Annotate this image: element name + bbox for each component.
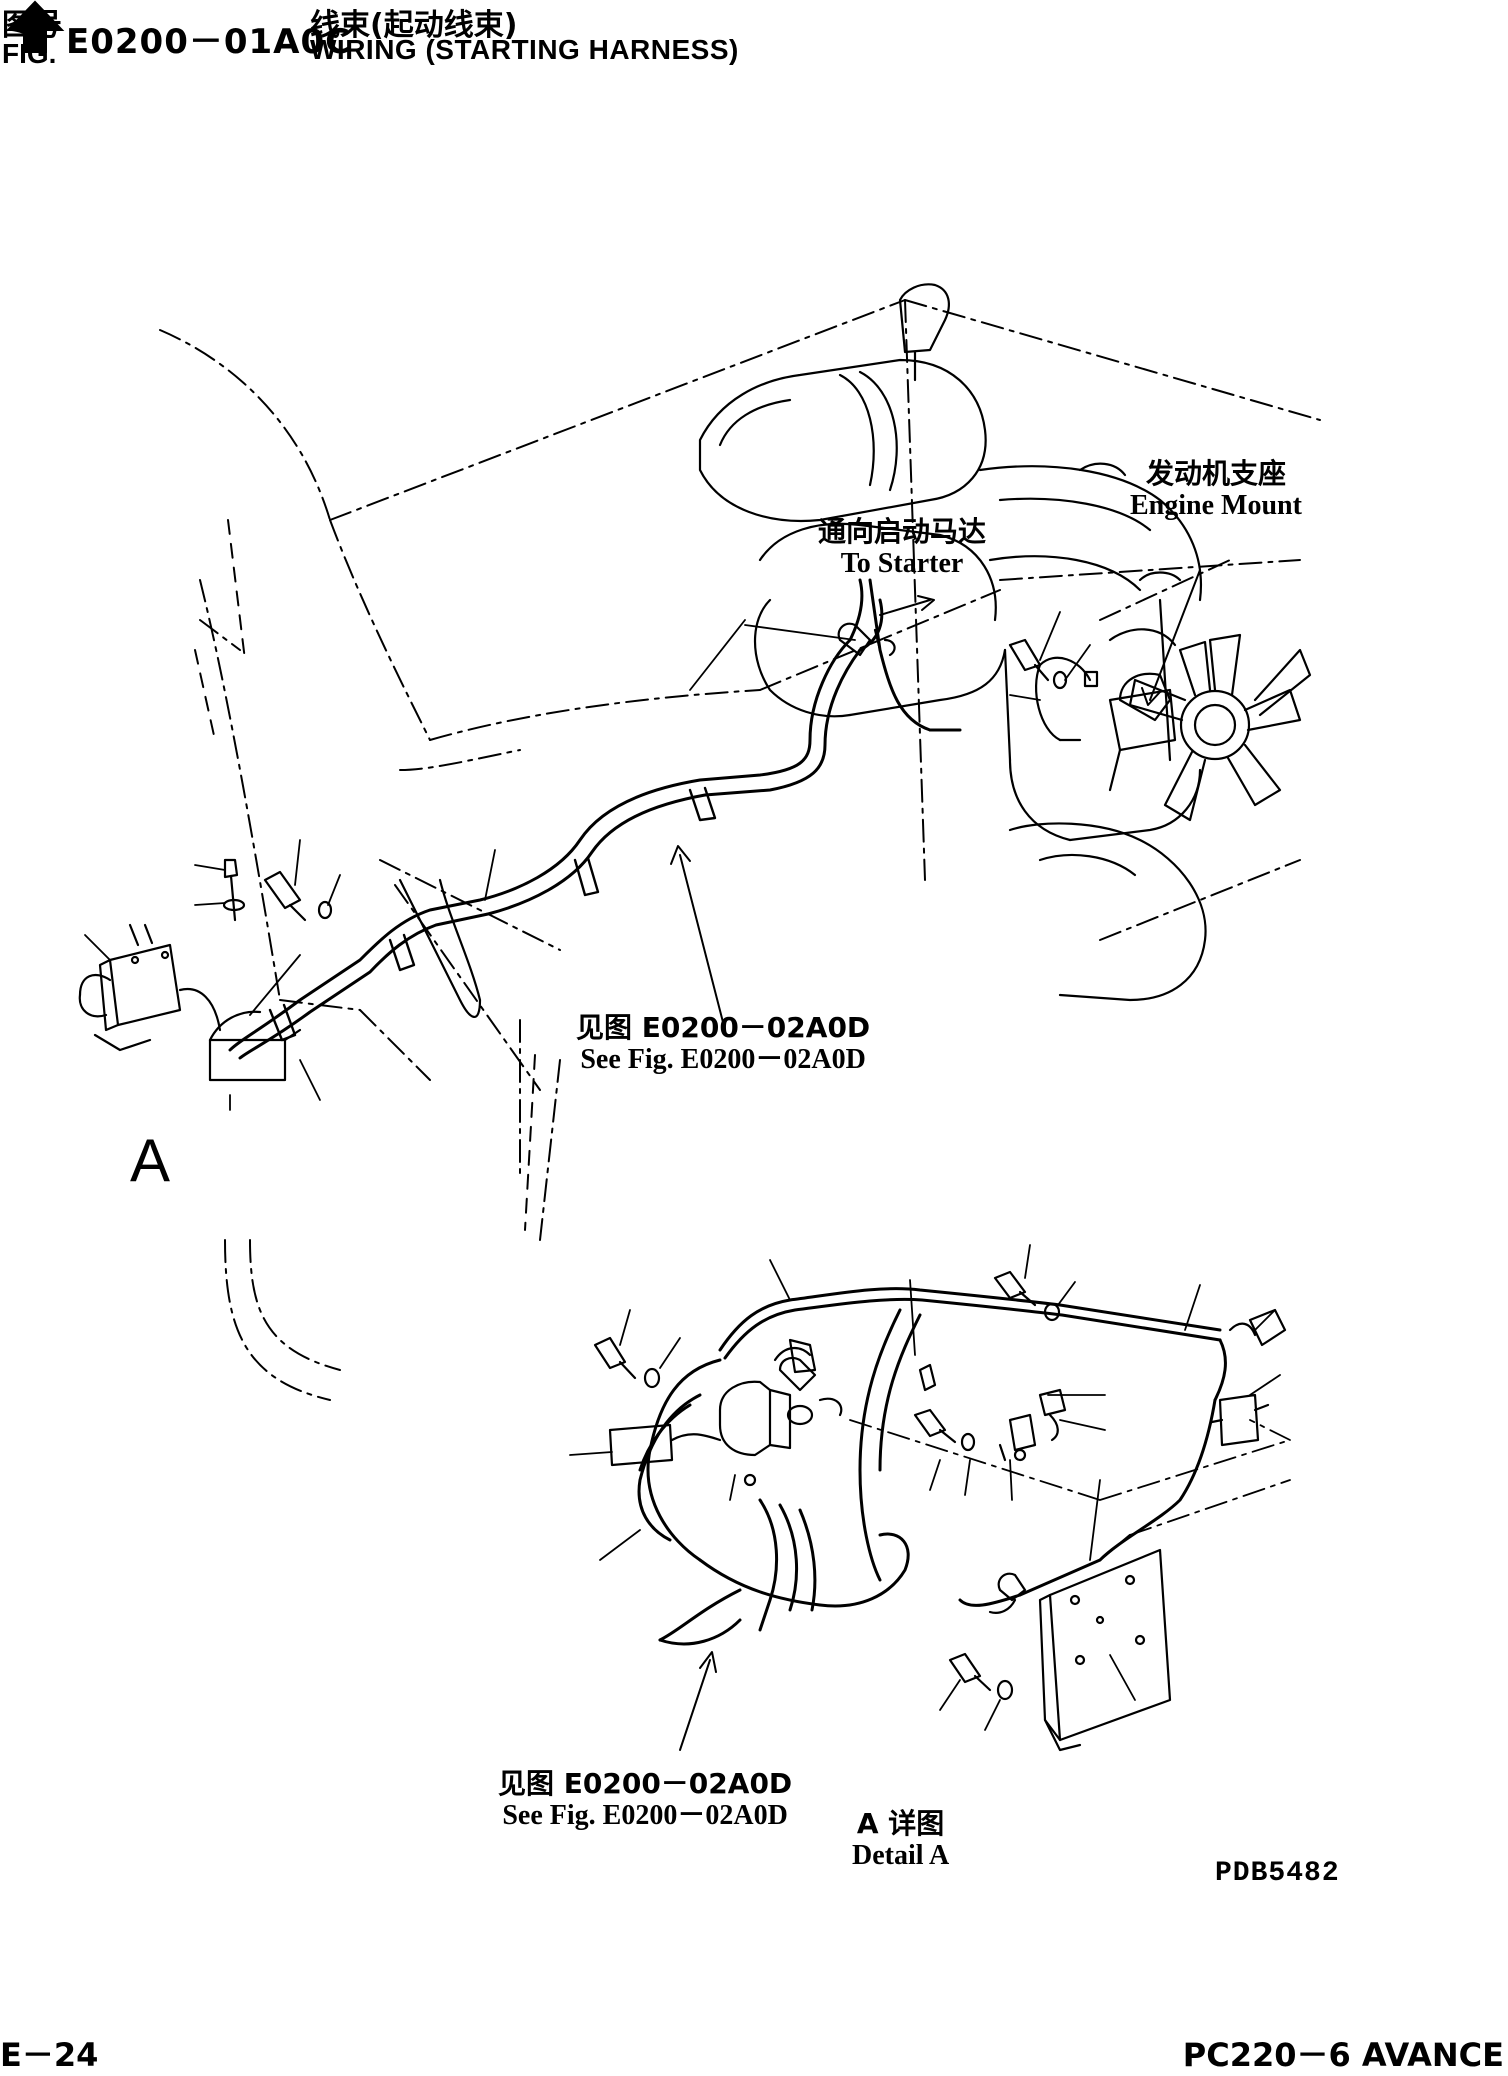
title-cn: 线束(起动线束) [310, 8, 518, 43]
label-detail-a: A 详图 Detail A [852, 1808, 949, 1872]
label-detail-a-en: Detail A [852, 1840, 950, 1871]
label-detail-a-cn: A 详图 [856, 1807, 945, 1840]
detail-a-right-connectors [998, 1308, 1287, 1462]
machine-body-outline [159, 299, 1321, 1401]
view-arrow-icon [5, 0, 65, 53]
header: 图号 FIG. E0200－01A0C 线束(起动线束) WIRING (STA… [0, 0, 1508, 70]
title-en: WIRING (STARTING HARNESS) [310, 34, 739, 65]
starter-connector [837, 622, 896, 657]
figure-number: E0200－01A0C [66, 22, 352, 62]
engine-mount [1035, 656, 1177, 792]
detail-a-arrow [679, 1651, 717, 1751]
label-see-fig-lower-cn: 见图 E0200－02A0D [498, 1767, 793, 1800]
engine-fan [1128, 633, 1312, 822]
view-marker-a: A [130, 1127, 171, 1194]
label-see-fig-lower-en: See Fig. E0200－02A0D [502, 1800, 788, 1831]
detail-a-leader-lines [569, 1244, 1281, 1731]
bolts-upper [222, 638, 1068, 922]
label-see-fig-upper-en: See Fig. E0200－02A0D [580, 1044, 866, 1075]
detail-a-mounting-plate [988, 1533, 1172, 1752]
detail-a-frame [849, 1419, 1291, 1536]
label-engine-mount-cn: 发动机支座 [1145, 457, 1286, 490]
label-to-starter-en: To Starter [840, 548, 964, 579]
detail-a-connector [773, 1338, 843, 1426]
label-engine-mount-en: Engine Mount [1130, 490, 1302, 521]
dashed-guides [194, 519, 536, 1231]
label-engine-mount: 发动机支座 Engine Mount [1130, 458, 1302, 522]
model-name: PC220－6 AVANCE [1182, 2036, 1504, 2074]
label-see-fig-lower: 见图 E0200－02A0D See Fig. E0200－02A0D [498, 1768, 792, 1832]
main-harness [228, 578, 962, 1060]
label-arrows-upper [670, 569, 1201, 1031]
detail-a-harness [637, 1287, 1227, 1646]
label-to-starter: 通向启动马达 To Starter [818, 516, 986, 580]
drawing-code: PDB5482 [1215, 1858, 1340, 1889]
relay-box [78, 923, 222, 1052]
label-see-fig-upper: 见图 E0200－02A0D See Fig. E0200－02A0D [576, 1012, 870, 1076]
floor-bracket [208, 878, 482, 1082]
leader-lines-upper [84, 611, 1091, 1111]
label-to-starter-cn: 通向启动马达 [818, 515, 987, 548]
label-see-fig-upper-cn: 见图 E0200－02A0D [576, 1011, 871, 1044]
engine-assembly [698, 283, 1207, 1002]
detail-a-bolts [593, 1270, 1061, 1701]
page-number: E－24 [0, 2036, 99, 2074]
